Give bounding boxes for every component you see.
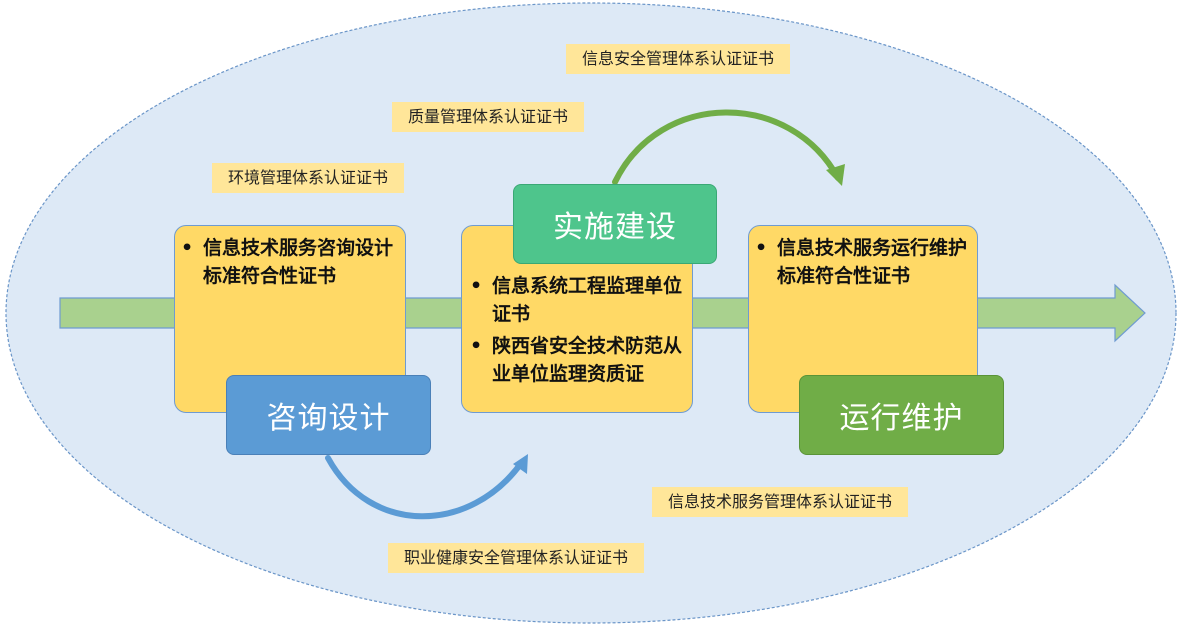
bullet-glyph: •	[755, 237, 768, 259]
construction-card-item: • 陕西省安全技术防范从业单位监理资质证	[470, 332, 684, 388]
operations-card-item: • 信息技术服务运行维护标准符合性证书	[755, 234, 969, 290]
operations-card-item-text: 信息技术服务运行维护标准符合性证书	[777, 237, 968, 287]
cert-label-occupational-health: 职业健康安全管理体系认证证书	[388, 543, 645, 573]
phase-consulting-design: 咨询设计	[226, 375, 431, 455]
phase-implementation-construction: 实施建设	[513, 184, 717, 264]
bullet-glyph: •	[181, 237, 194, 259]
construction-card-item: • 信息系统工程监理单位证书	[470, 272, 684, 328]
bullet-glyph: •	[470, 275, 483, 297]
phase-operations-maintenance: 运行维护	[799, 375, 1004, 455]
cert-label-it-service: 信息技术服务管理体系认证证书	[652, 487, 909, 517]
blue-curved-arrow-head	[513, 454, 528, 474]
bullet-glyph: •	[470, 335, 483, 357]
consulting-card-item-text: 信息技术服务咨询设计标准符合性证书	[203, 237, 394, 287]
consulting-card-item: • 信息技术服务咨询设计标准符合性证书	[181, 234, 397, 290]
cert-label-info-security: 信息安全管理体系认证证书	[566, 44, 791, 74]
blue-curved-arrow	[325, 455, 525, 520]
cert-label-environment: 环境管理体系认证证书	[212, 163, 405, 193]
green-curved-arrow	[612, 109, 841, 185]
green-curved-arrow-head	[826, 164, 845, 186]
construction-card-item-text: 信息系统工程监理单位证书	[492, 275, 683, 325]
cert-label-quality: 质量管理体系认证证书	[392, 102, 585, 132]
construction-card-item-text: 陕西省安全技术防范从业单位监理资质证	[492, 335, 683, 385]
